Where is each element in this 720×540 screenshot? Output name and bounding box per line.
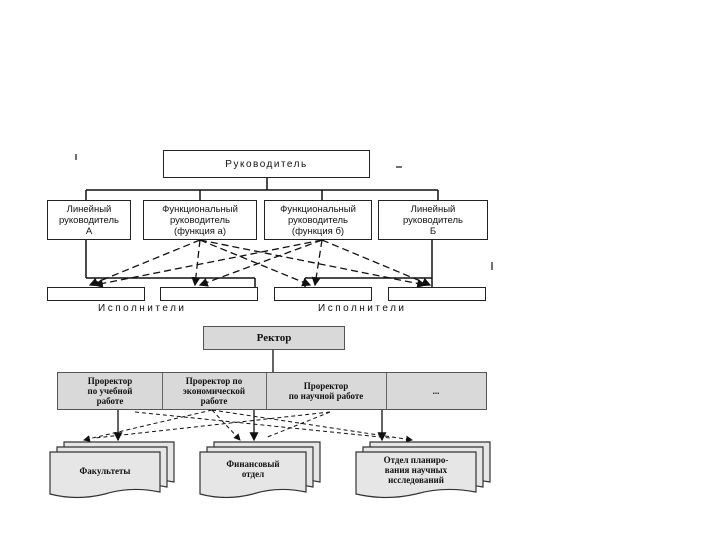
- unit-research-planning: Отдел планиро- вания научных исследовани…: [356, 451, 476, 489]
- executor-box: [274, 287, 372, 301]
- vice-rector-economics-cell: Проректор по экономической работе: [162, 373, 267, 409]
- rector-label: Ректор: [256, 332, 292, 344]
- unit-faculties: Факультеты: [50, 452, 160, 490]
- unit-finance-label: Финансовый отдел: [226, 459, 280, 479]
- executor-box: [388, 287, 486, 301]
- unit-research-planning-label: Отдел планиро- вания научных исследовани…: [383, 455, 449, 485]
- functional-manager-a-label: Функциональный руководитель (функция а): [162, 203, 238, 237]
- vice-rectors-row: Проректор по учебной работе Проректор по…: [57, 372, 487, 410]
- line-manager-a-label: Линейный руководитель А: [58, 203, 120, 237]
- vice-rector-education-cell: Проректор по учебной работе: [58, 373, 163, 409]
- head-manager-box: Руководитель: [163, 150, 370, 178]
- vice-rector-education-label: Проректор по учебной работе: [87, 376, 133, 406]
- executor-box: [160, 287, 258, 301]
- head-manager-label: Руководитель: [225, 158, 308, 170]
- functional-manager-b-box: Функциональный руководитель (функция б): [264, 200, 372, 240]
- functional-manager-a-box: Функциональный руководитель (функция а): [143, 200, 257, 240]
- executor-box: [47, 287, 145, 301]
- executors-label-right: Исполнители: [318, 303, 407, 314]
- vice-rector-more-cell: ...: [386, 373, 486, 409]
- line-manager-b-label: Линейный руководитель Б: [402, 203, 464, 237]
- line-manager-b-box: Линейный руководитель Б: [378, 200, 488, 240]
- vice-rector-science-cell: Проректор по научной работе: [266, 373, 387, 409]
- unit-finance: Финансовый отдел: [200, 450, 306, 488]
- dashed-links: [88, 239, 432, 288]
- functional-manager-b-label: Функциональный руководитель (функция б): [280, 203, 356, 237]
- line-manager-a-box: Линейный руководитель А: [47, 200, 131, 240]
- rector-box: Ректор: [203, 326, 345, 350]
- vice-rector-science-label: Проректор по научной работе: [288, 381, 364, 401]
- executors-label-left: Исполнители: [98, 303, 187, 314]
- vice-rector-economics-label: Проректор по экономической работе: [182, 376, 246, 406]
- vice-rector-more-label: ...: [432, 386, 440, 396]
- unit-faculties-label: Факультеты: [79, 466, 131, 476]
